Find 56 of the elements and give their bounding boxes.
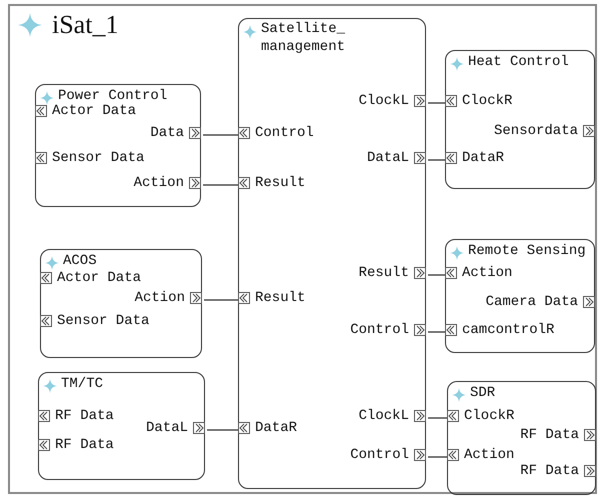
port-label: Control	[350, 448, 409, 462]
port-label: RF Data	[55, 409, 114, 423]
system-title: iSat_1	[52, 12, 118, 38]
component-box	[445, 50, 595, 189]
port-label: Sensordata	[494, 124, 578, 138]
port-label: Result	[255, 291, 306, 305]
port-label: Actor Data	[52, 104, 136, 118]
connector-line	[428, 102, 447, 104]
component-box	[445, 239, 595, 353]
component-box	[238, 18, 426, 489]
connector-line	[203, 134, 240, 136]
port-label: ClockR	[464, 409, 514, 423]
system-box	[8, 4, 597, 494]
port-label: Action	[462, 266, 512, 280]
port-label: Control	[350, 323, 409, 337]
component-title: ACOS	[63, 252, 97, 270]
port-label: Sensor Data	[52, 151, 144, 165]
port-label: Action	[464, 448, 514, 462]
connector-line	[204, 299, 240, 301]
component-title: Heat Control	[468, 53, 569, 72]
port-label: Data	[150, 126, 184, 140]
port-label: Actor Data	[57, 271, 142, 285]
port-label: Sensor Data	[57, 314, 150, 328]
port-label: Result	[255, 176, 306, 190]
component-box	[38, 372, 205, 480]
port-label: Control	[255, 126, 314, 140]
component-title: Satellite_management	[261, 21, 345, 56]
component-title: Power Control	[58, 87, 168, 104]
port-label: Camera Data	[486, 295, 578, 309]
component-box	[447, 381, 596, 495]
port-label: DataR	[255, 421, 298, 435]
port-label: camcontrolR	[462, 323, 554, 337]
connector-line	[203, 184, 240, 186]
port-label: DataL	[366, 151, 409, 165]
port-label: Action	[134, 176, 184, 190]
component-box	[35, 84, 201, 207]
port-label: DataR	[462, 151, 504, 165]
component-title: SDR	[470, 384, 496, 402]
port-label: RF Data	[520, 428, 579, 442]
port-label: ClockL	[358, 409, 409, 423]
port-label: ClockR	[462, 94, 512, 108]
connector-line	[207, 429, 240, 431]
port-label: ClockL	[358, 94, 409, 108]
port-label: Result	[358, 266, 409, 280]
port-label: DataL	[146, 421, 188, 435]
port-label: RF Data	[520, 464, 579, 478]
port-label: RF Data	[55, 438, 114, 452]
connector-line	[428, 331, 447, 333]
component-title: TM/TC	[61, 375, 104, 394]
connector-line	[428, 456, 449, 458]
port-label: Action	[134, 291, 185, 305]
connector-line	[428, 417, 449, 419]
component-box	[40, 249, 202, 358]
connector-line	[428, 159, 447, 161]
connector-line	[428, 274, 447, 276]
component-title: Remote Sensing	[468, 242, 586, 260]
